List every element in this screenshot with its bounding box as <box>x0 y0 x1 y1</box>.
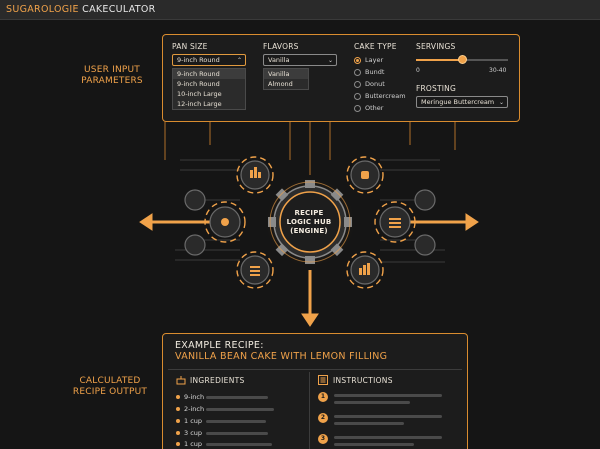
ingredient-placeholder-bar <box>206 408 274 411</box>
step-placeholder-bar <box>334 401 410 404</box>
pan-size-option[interactable]: 9-inch Round <box>177 80 220 88</box>
hub-line-1: RECIPE <box>294 209 324 217</box>
radio-icon <box>354 104 361 112</box>
servings-title: SERVINGS <box>416 42 456 51</box>
ingredient-quantity: 9-inch <box>184 393 205 401</box>
cake-type-radio[interactable]: Buttercream <box>354 91 406 101</box>
cake-type-radio[interactable]: Layer <box>354 55 383 65</box>
flavors-option[interactable]: Almond <box>268 80 293 88</box>
frosting-title: FROSTING <box>416 84 457 93</box>
chevron-up-icon: ⌃ <box>236 57 242 64</box>
bullet-icon <box>176 431 180 435</box>
instructions-heading: INSTRUCTIONS <box>333 376 393 385</box>
step-placeholder-bar <box>334 436 442 439</box>
recipe-title-name: VANILLA BEAN CAKE WITH LEMON FILLING <box>175 351 388 362</box>
flavors-selected: Vanilla <box>268 56 290 64</box>
pan-size-selected: 9-inch Round <box>177 56 220 64</box>
flavors-select[interactable]: Vanilla ⌄ <box>263 54 337 66</box>
ingredient-quantity: 1 cup <box>184 440 203 448</box>
ingredient-placeholder-bar <box>206 420 266 423</box>
ingredient-quantity: 3 cup <box>184 429 203 437</box>
user-input-label: USER INPUT PARAMETERS <box>74 65 150 87</box>
cake-type-radio[interactable]: Bundt <box>354 67 384 77</box>
title-bar: SUGAROLOGIE CAKECULATOR <box>0 0 600 20</box>
pan-size-option[interactable]: 9-inch Round <box>173 69 245 79</box>
user-input-label-line1: USER INPUT <box>84 65 140 75</box>
cake-type-radio[interactable]: Other <box>354 103 383 113</box>
cake-type-option-label: Bundt <box>365 68 385 76</box>
user-input-label-line2: PARAMETERS <box>81 76 143 86</box>
recipe-column-divider <box>309 372 310 449</box>
servings-max-label: 30-40 <box>489 67 507 74</box>
step-placeholder-bar <box>334 443 414 446</box>
frosting-select[interactable]: Meringue Buttercream ⌄ <box>416 96 508 108</box>
list-icon <box>318 375 328 385</box>
engine-hub-label: RECIPE LOGIC HUB (ENGINE) <box>272 209 346 236</box>
app-title-brand: SUGAROLOGIE <box>6 4 79 15</box>
cake-type-option-label: Other <box>365 104 384 112</box>
bullet-icon <box>176 407 180 411</box>
recipe-title-prefix: EXAMPLE RECIPE: <box>175 340 264 351</box>
frosting-selected: Meringue Buttercream <box>421 98 495 106</box>
ingredient-placeholder-bar <box>206 432 268 435</box>
servings-slider-handle[interactable] <box>457 55 467 64</box>
radio-icon <box>354 68 361 76</box>
step-number: 1 <box>318 392 328 402</box>
calculated-output-label: CALCULATED RECIPE OUTPUT <box>62 376 158 398</box>
flavors-dropdown: Vanilla Almond <box>263 68 309 90</box>
chevron-down-icon: ⌄ <box>498 99 504 106</box>
radio-icon <box>354 80 361 88</box>
ingredient-quantity: 2-inch <box>184 405 205 413</box>
hub-line-2: LOGIC HUB <box>286 218 332 226</box>
cake-type-option-label: Layer <box>365 56 384 64</box>
calculated-output-label-line2: RECIPE OUTPUT <box>72 387 148 397</box>
pan-size-dropdown: 9-inch Round 9-inch Round 10-inch Large … <box>172 68 246 110</box>
radio-icon <box>354 92 361 100</box>
ingredients-heading: INGREDIENTS <box>190 376 245 385</box>
ingredient-quantity: 1 cup <box>184 417 203 425</box>
radio-icon <box>354 56 361 64</box>
ingredient-placeholder-bar <box>206 443 272 446</box>
hub-line-3: (ENGINE) <box>290 227 328 235</box>
cake-type-title: CAKE TYPE <box>354 42 397 51</box>
cake-icon <box>176 376 186 385</box>
bullet-icon <box>176 395 180 399</box>
recipe-divider <box>168 369 462 370</box>
servings-min-label: 0 <box>416 67 420 74</box>
chevron-down-icon: ⌄ <box>327 57 333 64</box>
bullet-icon <box>176 442 180 446</box>
cake-type-radio[interactable]: Donut <box>354 79 385 89</box>
bullet-icon <box>176 419 180 423</box>
pan-size-option[interactable]: 10-inch Large <box>177 90 222 98</box>
pan-size-option[interactable]: 12-inch Large <box>177 100 222 108</box>
servings-slider-fill <box>416 59 462 61</box>
calculated-output-label-line1: CALCULATED <box>79 376 141 386</box>
cake-type-option-label: Buttercream <box>365 92 406 100</box>
flavors-title: FLAVORS <box>263 42 299 51</box>
cake-type-option-label: Donut <box>365 80 385 88</box>
step-placeholder-bar <box>334 422 404 425</box>
step-number: 2 <box>318 413 328 423</box>
step-placeholder-bar <box>334 415 442 418</box>
recipe-output-panel <box>162 333 468 449</box>
pan-size-select[interactable]: 9-inch Round ⌃ <box>172 54 246 66</box>
step-number: 3 <box>318 434 328 444</box>
ingredient-placeholder-bar <box>206 396 268 399</box>
app-title: SUGAROLOGIE CAKECULATOR <box>6 4 156 15</box>
step-placeholder-bar <box>334 394 442 397</box>
flavors-option[interactable]: Vanilla <box>264 69 308 79</box>
pan-size-title: PAN SIZE <box>172 42 208 51</box>
app-title-rest: CAKECULATOR <box>78 4 156 15</box>
